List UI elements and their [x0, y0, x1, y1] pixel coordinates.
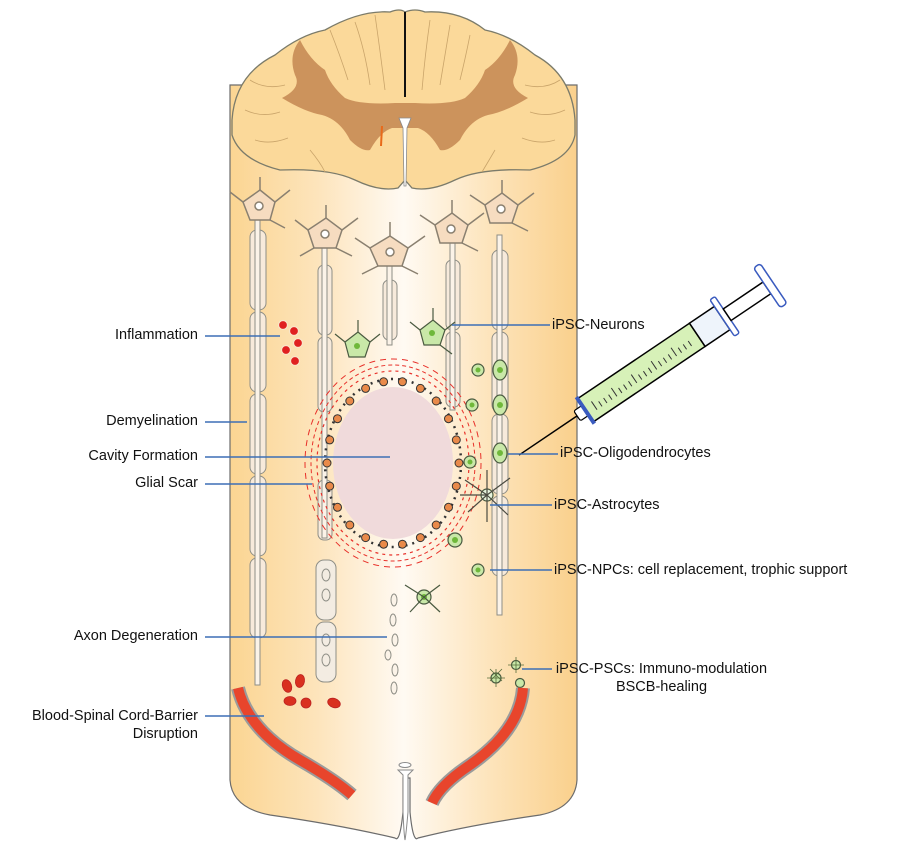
scar-astrocytes: [322, 377, 464, 549]
scar-astrocyte: [431, 520, 441, 530]
host-neurons: [229, 177, 535, 275]
scar-astrocyte: [379, 377, 389, 387]
syringe-tick: [647, 367, 653, 374]
scar-astrocyte: [322, 458, 332, 468]
inflammation-cells: [277, 319, 304, 367]
syringe-tick: [591, 401, 598, 410]
label-ipsc-astrocytes: iPSC-Astrocytes: [554, 497, 660, 513]
label-ipsc-npcs: iPSC-NPCs: cell replacement, trophic sup…: [554, 562, 848, 578]
ipsc-npc: [404, 363, 485, 613]
label-glial-scar: Glial Scar: [135, 475, 198, 491]
syringe-tick: [657, 360, 663, 367]
syringe-tick: [667, 354, 673, 360]
syringe-tick: [628, 380, 633, 387]
syringe-tick: [638, 374, 643, 380]
ipsc-oligodendrocyte: [492, 359, 508, 464]
label-ipsc-pscs-line2: BSCB-healing: [615, 679, 708, 695]
syringe-tick: [662, 357, 668, 364]
neuron: [294, 205, 359, 257]
blood-vessel-left: [233, 686, 356, 799]
syringe-tick: [630, 374, 638, 384]
label-ipsc-oligodendrocytes: iPSC-Oligodendrocytes: [560, 445, 711, 461]
scar-astrocyte: [397, 539, 407, 549]
scar-astrocyte: [325, 435, 335, 445]
label-bscb-line2: Disruption: [132, 726, 198, 742]
label-bscb-disruption: Blood-Spinal Cord-Barrier Disruption: [32, 707, 198, 743]
syringe-tick: [623, 384, 628, 390]
syringe-tick: [618, 387, 623, 394]
scar-astrocyte: [431, 396, 441, 406]
syringe-tick: [650, 360, 658, 370]
label-inflammation: Inflammation: [114, 327, 198, 343]
scar-astrocyte: [333, 502, 342, 512]
syringe-tick: [682, 344, 687, 350]
syringe-tick: [598, 401, 603, 407]
label-bscb-line1: Blood-Spinal Cord-Barrier: [31, 708, 198, 724]
syringe-tick: [643, 370, 648, 377]
scar-astrocyte: [444, 502, 453, 512]
cavity: [333, 387, 453, 539]
ipsc-neuron: [334, 320, 381, 358]
label-demyelination: Demyelination: [106, 413, 198, 429]
scar-astrocyte: [454, 458, 464, 468]
scar-astrocyte: [415, 383, 425, 393]
red-blood-cells: [281, 674, 341, 709]
syringe-tick: [603, 397, 608, 404]
neuron: [354, 222, 426, 275]
scar-astrocyte: [379, 539, 389, 549]
scar-astrocyte: [345, 520, 355, 530]
syringe-tick: [608, 394, 613, 400]
scar-astrocyte: [451, 481, 461, 491]
cavity-region: [304, 358, 482, 568]
cross-section: [231, 9, 576, 190]
neuron: [419, 200, 485, 252]
label-ipsc-pscs-line1: iPSC-PSCs: Immuno-modulation: [555, 661, 768, 677]
neuron: [469, 180, 535, 232]
blood-vessels: [231, 686, 530, 807]
blood-vessel-right: [427, 687, 528, 806]
scar-astrocyte: [451, 435, 461, 445]
scar-astrocyte: [415, 533, 425, 543]
neuron: [229, 177, 291, 229]
scar-astrocyte: [345, 396, 355, 406]
label-ipsc-pscs: iPSC-PSCs: Immuno-modulation BSCB-healin…: [554, 660, 769, 696]
label-axon-degeneration: Axon Degeneration: [73, 628, 198, 644]
syringe-tick: [610, 387, 618, 397]
syringe-tick: [687, 340, 692, 347]
label-cavity-formation: Cavity Formation: [88, 448, 198, 464]
axon-columns: [249, 214, 509, 695]
scar-astrocyte: [444, 414, 453, 424]
syringe-icon: [518, 263, 787, 456]
ipsc-psc: [487, 657, 526, 689]
scar-astrocyte: [333, 414, 342, 424]
scar-astrocyte: [361, 533, 371, 543]
label-ipsc-neurons: iPSC-Neurons: [552, 317, 645, 333]
syringe-tick: [670, 347, 678, 357]
ipsc-neuron: [409, 308, 456, 355]
scar-astrocyte: [397, 377, 407, 387]
ipsc-cells: [334, 308, 526, 689]
scar-astrocyte: [325, 481, 335, 491]
syringe-tick: [677, 347, 683, 353]
scar-astrocyte: [361, 383, 371, 393]
leader-lines: [205, 324, 558, 717]
